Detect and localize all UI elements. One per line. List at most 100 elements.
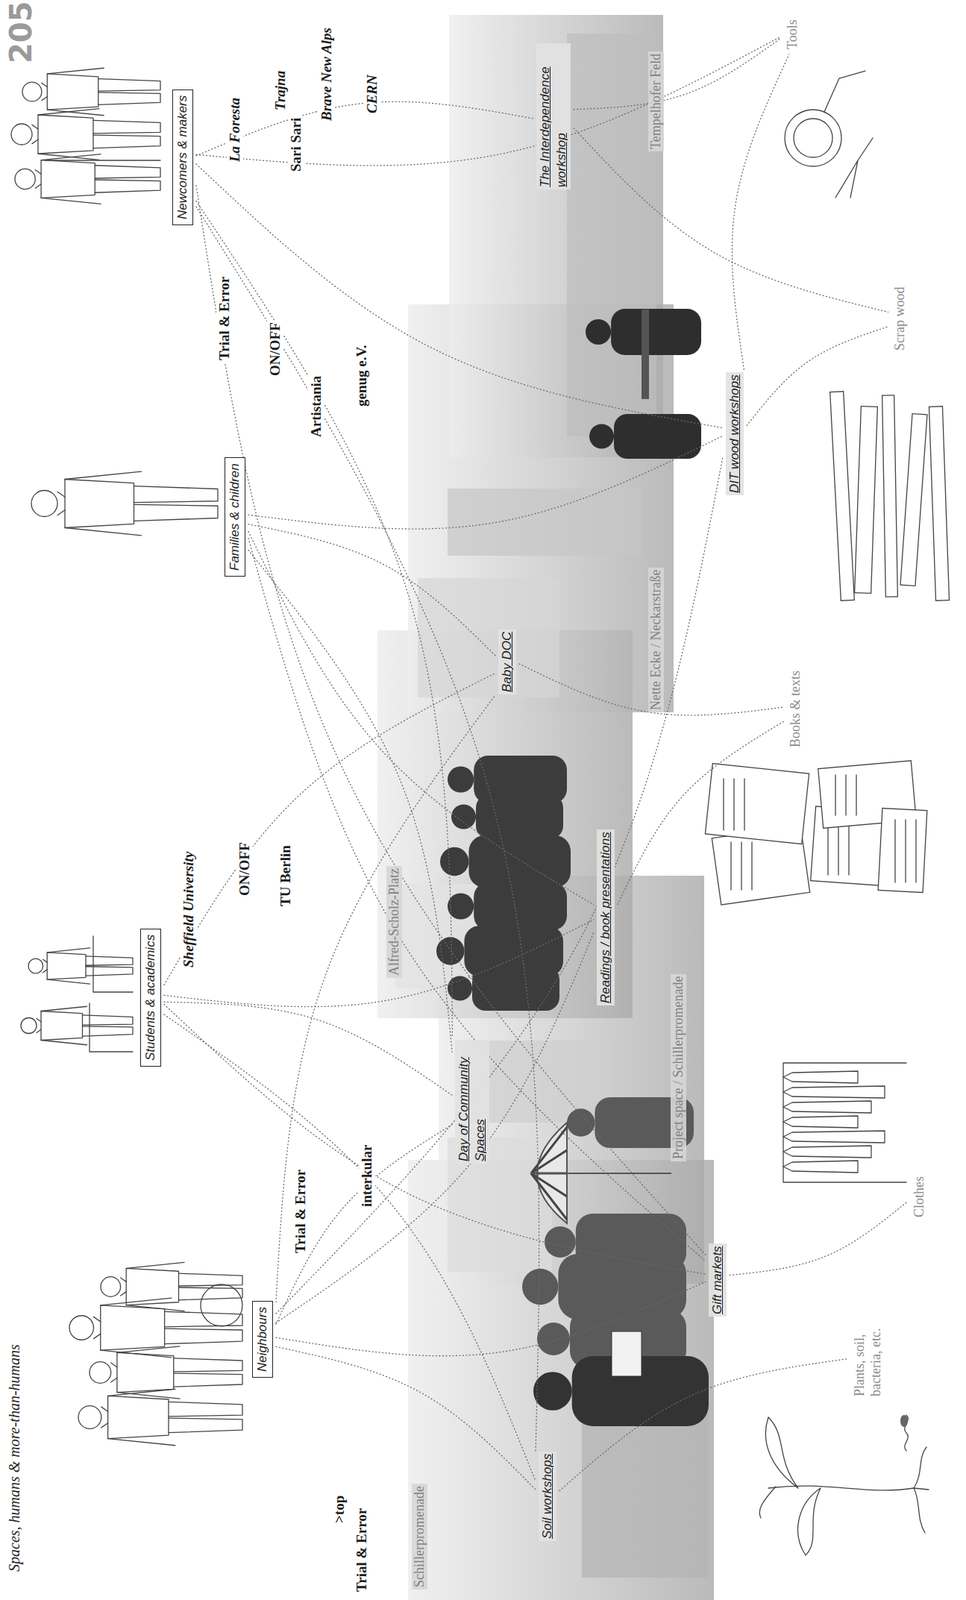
actor-box: Newcomers & makers [172,89,194,226]
organisation-label: ON/OFF [236,839,253,899]
person-sketch [41,154,101,205]
tool-sketch [824,70,873,198]
label-text: Artistania [308,375,325,438]
soil-sketch [900,1415,908,1427]
person-sketch [98,79,161,106]
dotted-connector [729,1201,908,1276]
organisation-label: Trial & Error [353,1506,370,1595]
person-sketch [41,1006,88,1045]
person-sketch [168,1401,243,1433]
dotted-connector [617,721,784,905]
node-text: DIT wood workshops [726,374,743,494]
person-sketch [46,67,104,115]
umbrella-stripe [531,1173,567,1220]
label-text: Schillerpromenade [411,1485,428,1588]
person-sketch [31,490,58,517]
dotted-connector [559,1359,848,1492]
label-text: Project space / Schillerpromenade [670,976,687,1160]
node-text: Readings / book presentations [597,831,614,1004]
tool-sketch [793,118,833,158]
dotted-connector [276,932,594,1324]
book-line [722,778,724,831]
person-sketch [93,120,161,148]
organisation-label: Brave New Alps [318,25,335,124]
person-sketch [36,1018,42,1034]
photo-figure [566,1108,595,1137]
photo-figure [544,1226,576,1258]
garment-sketch [783,1145,872,1158]
event-label: Baby DOC [498,629,517,695]
photo-panel [449,14,664,458]
dotted-connector [196,201,453,1037]
photo-figure [451,804,476,830]
garment-sketch [783,1086,885,1099]
plank-sketch [900,414,928,587]
organisation-label: interkular [358,1142,376,1210]
umbrella-stripe [531,1173,567,1197]
person-sketch [89,1362,112,1384]
dotted-connector [746,326,888,426]
label-text: La Foresta [226,97,244,162]
book-line [740,842,742,890]
organisation-label: genug e.V. [353,342,370,409]
label-text: ON/OFF [267,322,284,376]
node-text: Families & children [227,463,243,571]
person-sketch [46,948,90,984]
pole-sketch [44,159,161,161]
material-label: Clothes [910,1174,928,1220]
person-sketch [100,1297,172,1358]
node-text: Tools [783,19,802,50]
plant-sketch [768,1485,914,1491]
dotted-connector [164,672,496,985]
book-sketch [877,808,928,893]
material-label: Tools [783,17,802,52]
person-sketch [173,1358,243,1387]
photo-figure [447,892,474,920]
dotted-connector [573,128,888,312]
dotted-connector [276,1281,706,1356]
person-sketch [78,1406,102,1430]
dotted-connector [164,919,594,1008]
place-label: Project space / Schillerpromenade [670,974,687,1162]
book-line [915,819,917,883]
person-sketch [20,1018,37,1034]
person-sketch [32,124,39,144]
dotted-connector [164,1004,706,1275]
dotted-connector [196,36,782,166]
dotted-connector [276,1346,536,1490]
organisation-label: >top [331,1493,348,1526]
umbrella-stripe [531,1150,567,1174]
person-sketch [64,471,142,536]
plank-sketch [928,406,949,601]
book-line [894,819,896,883]
label-text: >top [331,1495,348,1524]
organisation-label: Artistania [308,373,325,440]
person-sketch [179,1273,244,1301]
label-text: Trial & Error [353,1508,370,1592]
person-sketch [41,82,47,100]
umbrella-pole [531,1172,672,1175]
book-line [904,819,906,883]
plank-sketch [882,395,899,597]
person-sketch [126,1268,179,1305]
book-line [730,842,732,890]
node-text: Scrap wood [891,287,909,351]
actor-box: Students & academics [140,928,162,1067]
node-text: Gift markets [709,1245,726,1315]
person-sketch [28,958,44,974]
photo-figure [613,414,702,459]
book-line [837,819,839,875]
garment-sketch [783,1101,872,1113]
person-sketch [108,1395,169,1439]
place-label: Alfred-Scholz-Platz [386,866,403,978]
book-line [733,778,735,831]
person-sketch [43,959,48,973]
photo-figure [575,1213,687,1271]
node-text: Books & texts [786,670,805,748]
person-sketch [120,1277,127,1296]
plank-sketch [854,406,878,594]
dotted-connector [731,54,789,370]
node-text: The Interdependence workshop [537,45,570,188]
person-sketch [111,1362,118,1383]
